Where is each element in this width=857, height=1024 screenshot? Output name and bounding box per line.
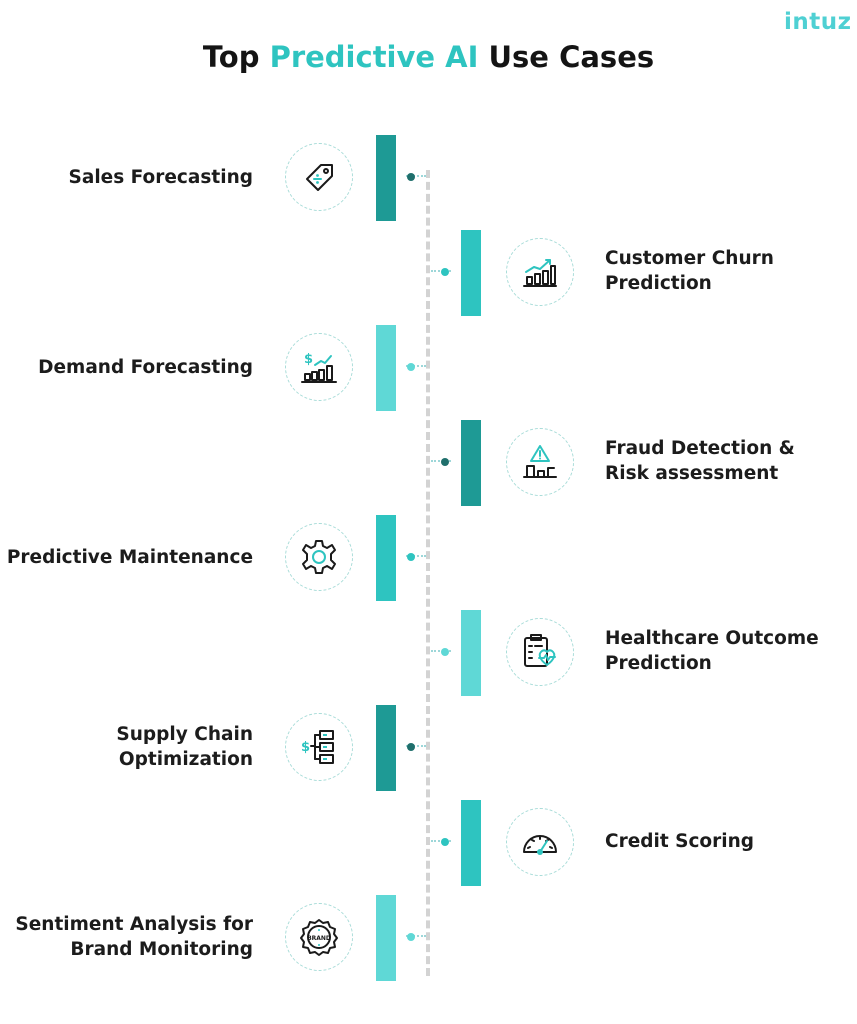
connector-dot xyxy=(407,553,415,561)
intuz-logo: intuz xyxy=(784,9,852,35)
connector-dot xyxy=(441,268,449,276)
use-case-item: Predictive Maintenance xyxy=(0,515,857,605)
use-case-label: Fraud Detection & Risk assessment xyxy=(605,436,795,486)
connector-line xyxy=(406,745,426,747)
svg-text:$: $ xyxy=(301,740,310,755)
use-case-label-line: Customer Churn xyxy=(605,248,774,269)
use-case-label: Demand Forecasting xyxy=(38,355,253,380)
timeline-bar xyxy=(376,135,396,221)
timeline-bar xyxy=(376,515,396,601)
timeline-bar xyxy=(376,325,396,411)
use-case-item: Fraud Detection & Risk assessment xyxy=(0,420,857,510)
use-case-label-line: Optimization xyxy=(118,749,253,770)
use-case-label: Sales Forecasting xyxy=(69,165,253,190)
use-case-label-line: Prediction xyxy=(605,273,712,294)
timeline-bar xyxy=(461,230,481,316)
timeline-bar xyxy=(461,420,481,506)
connector-dot xyxy=(407,173,415,181)
use-case-label-line: Demand Forecasting xyxy=(38,357,253,378)
connector-dot xyxy=(441,458,449,466)
icon-circle xyxy=(285,523,353,591)
svg-text:BRAND: BRAND xyxy=(307,935,331,942)
title-suffix: Use Cases xyxy=(478,40,655,74)
title-highlight: Predictive AI xyxy=(269,40,479,74)
use-case-label-line: Prediction xyxy=(605,653,712,674)
connector-dot xyxy=(407,743,415,751)
use-case-label-line: Sentiment Analysis for xyxy=(15,914,253,935)
connector-dot xyxy=(441,838,449,846)
icon-circle xyxy=(285,143,353,211)
use-case-label-line: Brand Monitoring xyxy=(70,939,253,960)
use-case-label-line: Fraud Detection & xyxy=(605,438,795,459)
icon-circle: BRAND xyxy=(285,903,353,971)
icon-circle xyxy=(506,808,574,876)
timeline-bar xyxy=(376,895,396,981)
connector-dot xyxy=(407,933,415,941)
icon-circle xyxy=(506,238,574,306)
icon-circle xyxy=(506,618,574,686)
page-title: Top Predictive AI Use Cases xyxy=(0,40,857,74)
use-case-label-line: Healthcare Outcome xyxy=(605,628,819,649)
timeline-bar xyxy=(461,800,481,886)
connector-line xyxy=(406,365,426,367)
icon-circle xyxy=(506,428,574,496)
icon-circle: $ xyxy=(285,713,353,781)
use-case-label-line: Credit Scoring xyxy=(605,831,754,852)
connector-dot xyxy=(407,363,415,371)
use-case-label-line: Predictive Maintenance xyxy=(6,547,253,568)
use-case-label-line: Risk assessment xyxy=(605,463,779,484)
connector-dot xyxy=(441,648,449,656)
use-case-label: Credit Scoring xyxy=(605,829,754,854)
use-case-label-line: Supply Chain xyxy=(116,724,253,745)
title-prefix: Top xyxy=(202,40,270,74)
svg-text:$: $ xyxy=(304,352,313,367)
connector-line xyxy=(406,935,426,937)
timeline-bar xyxy=(376,705,396,791)
timeline-bar xyxy=(461,610,481,696)
use-case-item: $ Demand Forecasting xyxy=(0,325,857,415)
use-case-item: Sales Forecasting xyxy=(0,135,857,225)
connector-line xyxy=(406,175,426,177)
use-case-label-line: Sales Forecasting xyxy=(68,167,253,188)
use-case-label: Predictive Maintenance xyxy=(7,545,253,570)
timeline-spine xyxy=(426,170,430,976)
icon-circle: $ xyxy=(285,333,353,401)
use-case-item: Credit Scoring xyxy=(0,800,857,890)
connector-line xyxy=(406,555,426,557)
